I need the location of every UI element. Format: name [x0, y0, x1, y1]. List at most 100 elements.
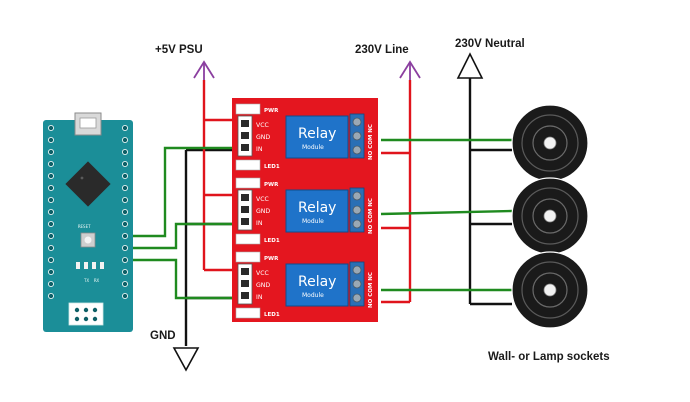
pwr-led [235, 251, 261, 263]
led1 [235, 233, 261, 245]
in-label: IN [256, 146, 263, 153]
led1-label: LED1 [264, 238, 280, 244]
terminal-screw [352, 145, 362, 155]
com-label: COM [368, 281, 374, 297]
gnd-arrow [172, 347, 200, 372]
no-label: NO [368, 149, 374, 160]
pwr-label: PWR [264, 182, 279, 188]
psu-label: +5V PSU [155, 44, 203, 56]
terminal-labels: NO COM NC [368, 198, 374, 234]
relay-block [285, 263, 349, 307]
socket-mid-ring [521, 114, 579, 172]
gnd-label: GND [150, 330, 176, 342]
led1-label: LED1 [264, 312, 280, 318]
gnd-pin-label: GND [256, 134, 270, 141]
relay-title: Relay [298, 274, 336, 290]
line-wires [381, 80, 412, 304]
terminal-screw [352, 219, 362, 229]
com-label: COM [368, 207, 374, 223]
nano-tx-label: TX [84, 278, 90, 283]
nano-board [43, 120, 133, 332]
sockets-label: Wall- or Lamp sockets [488, 351, 610, 363]
relay-block [285, 189, 349, 233]
line-label: 230V Line [355, 44, 409, 56]
relay-title: Relay [298, 200, 336, 216]
header-pin [241, 144, 249, 151]
nano-rx-label: RX [94, 278, 100, 283]
relay-subtitle: Module [302, 292, 324, 299]
switched-wires [380, 138, 513, 292]
terminal-labels: NO COM NC [368, 124, 374, 160]
nano-right-header [121, 124, 129, 300]
terminal-screw [352, 191, 362, 201]
header-pin [241, 280, 249, 287]
nc-label: NC [368, 272, 374, 281]
socket-center-contact [543, 136, 557, 150]
vcc-label: VCC [256, 196, 269, 203]
gnd-rail-wires [184, 148, 232, 346]
socket-mid-ring [521, 261, 579, 319]
vcc-label: VCC [256, 270, 269, 277]
no-label: NO [368, 297, 374, 308]
nano-reset-button [80, 232, 96, 248]
socket-inner-ring [532, 198, 568, 234]
terminal-screw [352, 117, 362, 127]
terminal-screw [352, 279, 362, 289]
terminal-screw [352, 265, 362, 275]
gnd-pin-label: GND [256, 208, 270, 215]
nano-icsp-header [68, 302, 104, 326]
pwr-label: PWR [264, 256, 279, 262]
socket-2 [511, 177, 589, 255]
in-label: IN [256, 294, 263, 301]
neutral-label: 230V Neutral [455, 38, 525, 50]
pwr-led [235, 177, 261, 189]
nano-leds [76, 262, 104, 269]
socket-1 [511, 104, 589, 182]
led1 [235, 307, 261, 319]
nano-chip [65, 161, 111, 207]
led1 [235, 159, 261, 171]
pwr-led [235, 103, 261, 115]
gnd-pin-label: GND [256, 282, 270, 289]
nano-usb-port [74, 112, 102, 136]
header-pin [241, 206, 249, 213]
line-arrow [399, 60, 421, 80]
neutral-wires [468, 78, 512, 306]
no-label: NO [368, 223, 374, 234]
terminal-screw [352, 293, 362, 303]
header-pin [241, 120, 249, 127]
neutral-arrow [456, 52, 484, 79]
header-pin [241, 268, 249, 275]
psu-5v-wires [202, 80, 232, 272]
socket-inner-ring [532, 125, 568, 161]
led1-label: LED1 [264, 164, 280, 170]
terminal-screw [352, 131, 362, 141]
socket-inner-ring [532, 272, 568, 308]
pwr-label: PWR [264, 108, 279, 114]
terminal-labels: NO COM NC [368, 272, 374, 308]
relay-subtitle: Module [302, 144, 324, 151]
com-label: COM [368, 133, 374, 149]
header-pin [241, 194, 249, 201]
header-pin [241, 218, 249, 225]
psu-arrow [193, 60, 215, 80]
socket-mid-ring [521, 187, 579, 245]
header-pin [241, 132, 249, 139]
arduino-nano: RESET TX RX [43, 112, 133, 332]
vcc-label: VCC [256, 122, 269, 129]
terminal-screw [352, 205, 362, 215]
sockets-group [511, 104, 589, 329]
relay-title: Relay [298, 126, 336, 142]
in-label: IN [256, 220, 263, 227]
socket-3 [511, 251, 589, 329]
nc-label: NC [368, 198, 374, 207]
nano-reset-label: RESET [78, 224, 91, 229]
nano-left-header [47, 124, 55, 300]
relay-block [285, 115, 349, 159]
